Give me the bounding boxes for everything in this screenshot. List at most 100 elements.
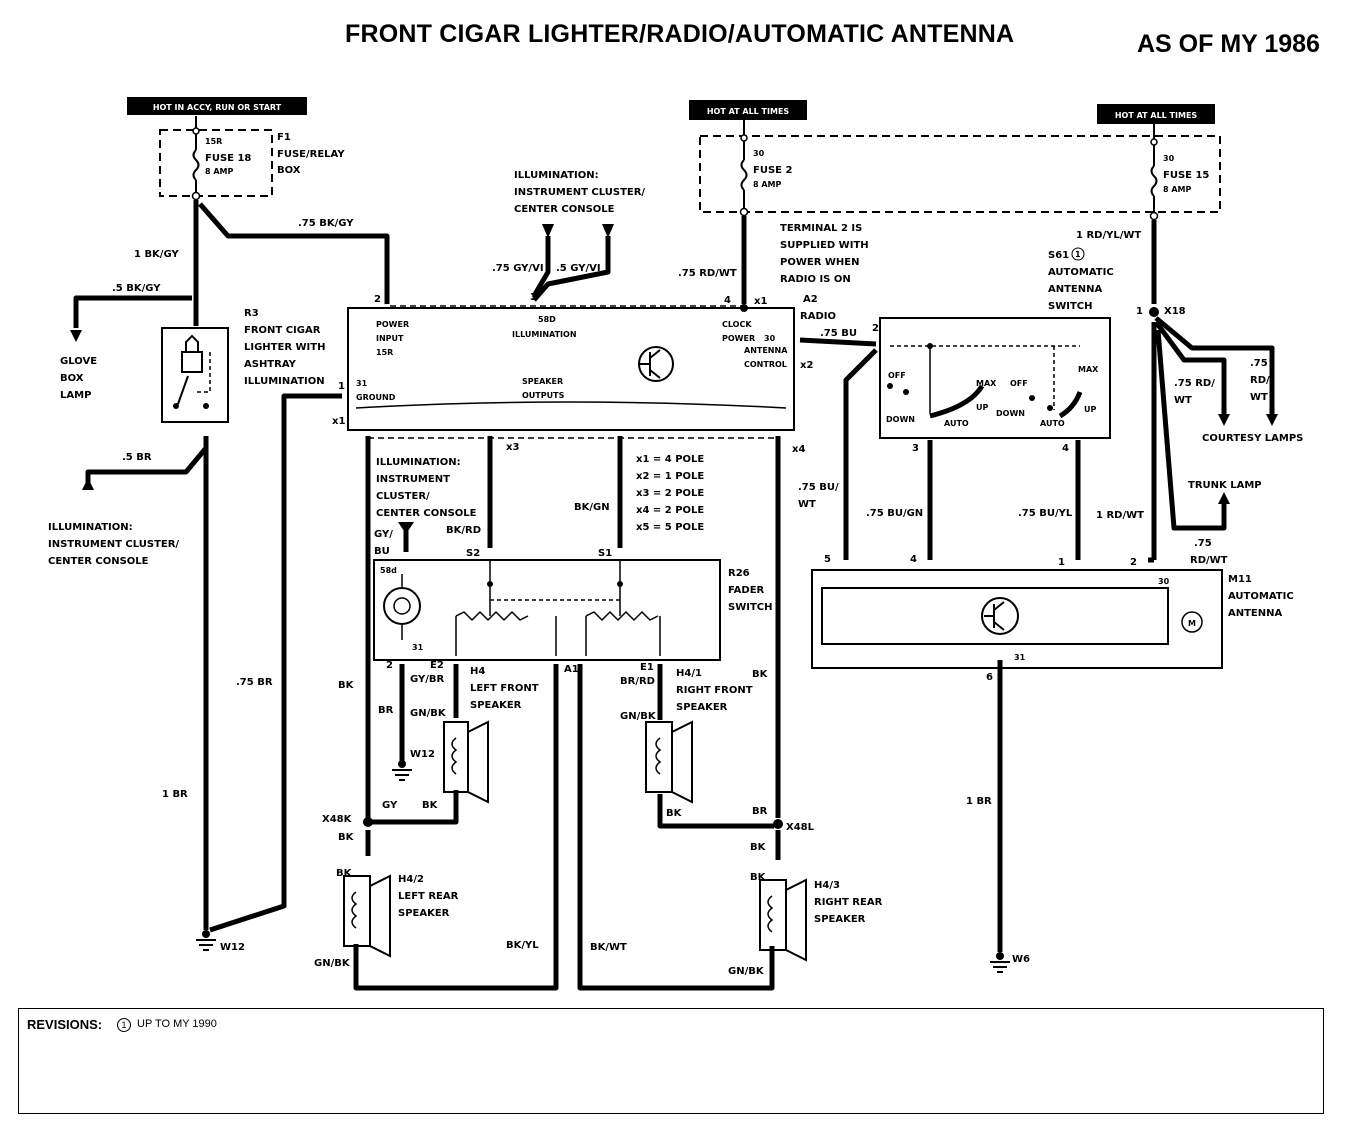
fuse-2: [740, 120, 748, 212]
pin-1-m11: 1: [1058, 557, 1065, 568]
note-courtesy: COURTESY LAMPS: [1202, 433, 1303, 444]
h43-line1: RIGHT REAR: [814, 897, 883, 908]
speaker-h4-1: [645, 720, 693, 804]
wire-group: [73, 200, 1275, 991]
pin-2-s61: 2: [872, 323, 879, 334]
conn-x2: x2: [800, 360, 813, 371]
wire-1rdylwt: 1 RD/YL/WT: [1076, 230, 1141, 241]
conn-x4: x4: [792, 444, 805, 455]
radio-speaker-1: SPEAKER: [522, 377, 563, 386]
wire-bkrd: BK/RD: [446, 525, 481, 536]
pin-s2: S2: [466, 548, 480, 559]
wire-75buyl: .75 BU/YL: [1018, 508, 1073, 519]
page-title: FRONT CIGAR LIGHTER/RADIO/AUTOMATIC ANTE…: [345, 20, 1015, 48]
wire-75rdwt-t2: RD/WT: [1190, 555, 1228, 566]
wire-bk-h43: BK: [750, 872, 767, 883]
fuse-box-id: F1: [277, 132, 291, 143]
pin-1-x18: 1: [1136, 306, 1143, 317]
radio-ground-num: 31: [356, 379, 368, 388]
wire-gnbk-3: GN/BK: [314, 958, 351, 969]
wire-75br: .75 BR: [236, 677, 273, 688]
s61-off-2: OFF: [1010, 379, 1028, 388]
h42-line1: LEFT REAR: [398, 891, 459, 902]
hot-all1-text: HOT AT ALL TIMES: [707, 107, 790, 116]
wire-5bkgy: .5 BK/GY: [112, 283, 161, 294]
pin-e2: E2: [430, 660, 444, 671]
wire-75rd-r3: WT: [1250, 392, 1268, 403]
pin-31-fader: 31: [412, 643, 424, 652]
model-year-label: AS OF MY 1986: [1137, 30, 1320, 58]
r3-line4: ILLUMINATION: [244, 376, 325, 387]
wire-gy: GY: [382, 800, 398, 811]
ground-w12-left: [196, 939, 216, 951]
s61-up-2: UP: [1084, 405, 1096, 414]
wire-gybu-2: BU: [374, 546, 390, 557]
ground-w12a-label: W12: [220, 942, 245, 953]
fuse18-rating: 8 AMP: [205, 167, 234, 176]
ground-w6-label: W6: [1012, 954, 1030, 965]
fuse-box-line1: FUSE/RELAY: [277, 149, 345, 160]
h43-line2: SPEAKER: [814, 914, 866, 925]
r3-line2: LIGHTER WITH: [244, 342, 325, 353]
m11-id: M11: [1228, 574, 1252, 585]
wire-75rd-r2: RD/: [1250, 375, 1270, 386]
motor-letter: M: [1188, 619, 1196, 628]
wire-1br: 1 BR: [162, 789, 188, 800]
h41-line2: SPEAKER: [676, 702, 728, 713]
s61-max-2: MAX: [1078, 365, 1099, 374]
note-illum-left-2: INSTRUMENT CLUSTER/: [48, 539, 179, 550]
pin-3-s61: 3: [912, 443, 919, 454]
pin-a1: A1: [564, 664, 579, 675]
conn-x48l: X48L: [786, 822, 815, 833]
s61-id: S61: [1048, 250, 1069, 261]
cigar-lighter-r3: [161, 327, 229, 423]
hot-label-all-2: HOT AT ALL TIMES: [1097, 104, 1215, 124]
conn-x3: x3: [506, 442, 519, 453]
fuse15-name: FUSE 15: [1163, 170, 1209, 181]
hot-label-all-1: HOT AT ALL TIMES: [689, 100, 807, 120]
note-illum-mid-2: INSTRUMENT: [376, 474, 450, 485]
radio-power-input-1: POWER: [376, 320, 409, 329]
radio-antenna-2: CONTROL: [744, 360, 787, 369]
pin-4-radio: 4: [724, 295, 731, 306]
legend-x3: x3 = 2 POLE: [636, 488, 704, 499]
note-illum-top-3: CENTER CONSOLE: [514, 204, 615, 215]
h4-id: H4: [470, 666, 485, 677]
revisions-label: REVISIONS:: [27, 1017, 103, 1032]
conn-x48k: X48K: [322, 814, 353, 825]
speaker-h4: [443, 720, 489, 804]
r3-line3: ASHTRAY: [244, 359, 297, 370]
note-terminal2-4: RADIO IS ON: [780, 274, 851, 285]
wire-br-x48l: BR: [752, 806, 768, 817]
fuse2-rating: 8 AMP: [753, 180, 782, 189]
arrow-markers: [70, 224, 1278, 534]
wire-bkyl: BK/YL: [506, 940, 539, 951]
wire-bk-h41: BK: [666, 808, 683, 819]
wire-75rd-r1: .75: [1250, 358, 1268, 369]
s61-max-1: MAX: [976, 379, 997, 388]
wire-bk-x48k: BK: [338, 832, 355, 843]
fuse18-terminal: 15R: [205, 137, 222, 146]
s61-auto-1: AUTO: [944, 419, 969, 428]
radio-power-input-2: INPUT: [376, 334, 404, 343]
wire-75bu: .75 BU: [820, 328, 857, 339]
s61-auto-2: AUTO: [1040, 419, 1065, 428]
wire-gnbk-4: GN/BK: [728, 966, 765, 977]
pin-58d: 58d: [380, 566, 397, 575]
r26-line2: SWITCH: [728, 602, 772, 613]
note-glove-3: LAMP: [60, 390, 91, 401]
legend-x2: x2 = 1 POLE: [636, 471, 704, 482]
wire-75rdwt-t1: .75: [1194, 538, 1212, 549]
pin-1-radio: 1: [338, 381, 345, 392]
fuse-box-left: [159, 129, 273, 197]
note-illum-mid-4: CENTER CONSOLE: [376, 508, 477, 519]
antenna-m11-inner: [821, 587, 1169, 645]
wire-bk-left: BK: [338, 680, 355, 691]
fader-switch-r26-box: [373, 559, 721, 661]
note-trunk: TRUNK LAMP: [1188, 480, 1262, 491]
radio-illum-num: 58D: [538, 315, 556, 324]
motor-icon: [1181, 611, 1203, 633]
fuse-15: [1150, 124, 1158, 216]
antenna-switch-s61-box: [879, 317, 1111, 439]
fuse-box-line2: BOX: [277, 165, 301, 176]
